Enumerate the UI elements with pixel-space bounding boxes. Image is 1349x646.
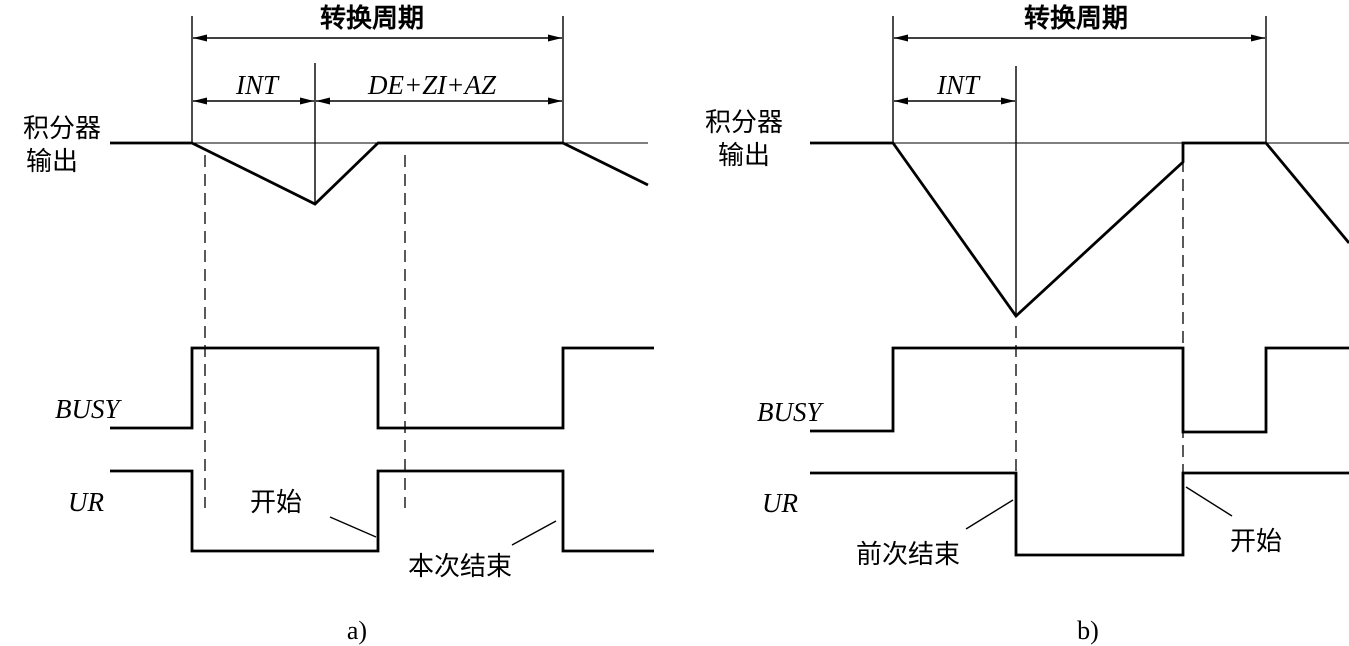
- a-start-label: 开始: [250, 488, 302, 518]
- a-integrator-label-line2: 输出: [26, 147, 78, 177]
- a-de-label: DE+ZI+AZ: [367, 70, 497, 100]
- a-end-label: 本次结束: [408, 552, 512, 582]
- a-period-label: 转换周期: [320, 4, 424, 34]
- b-integrator-label-line1: 积分器: [705, 108, 783, 138]
- a-int-label: INT: [235, 70, 280, 100]
- a-start-leader: [329, 516, 377, 538]
- b-start-label: 开始: [1230, 527, 1282, 557]
- b-start-leader: [1185, 486, 1233, 517]
- a-busy-label: BUSY: [55, 394, 122, 424]
- b-prev-end-label: 前次结束: [856, 540, 960, 570]
- b-integrator-label-line2: 输出: [718, 141, 770, 171]
- a-ur-waveform: [110, 469, 654, 553]
- b-period-label: 转换周期: [1024, 4, 1128, 34]
- panel-b: 转换周期 INT 积分器 输出 BUSY UR 前次结束 开始 b): [705, 4, 1349, 645]
- a-ur-label: UR: [68, 487, 104, 517]
- b-ur-label: UR: [762, 488, 798, 518]
- a-integrator-waveform: [110, 141, 649, 206]
- a-end-leader: [511, 520, 557, 546]
- b-caption: b): [1077, 616, 1099, 645]
- a-integrator-label-line1: 积分器: [23, 114, 101, 144]
- b-busy-waveform: [810, 346, 1349, 434]
- b-integrator-waveform: [810, 141, 1349, 319]
- b-busy-label: BUSY: [757, 397, 824, 427]
- panel-a: 转换周期 INT DE+ZI+AZ 积分器 输出 BUSY UR 开始 本次结束…: [23, 4, 654, 645]
- b-prev-end-leader: [965, 499, 1014, 530]
- a-busy-waveform: [110, 346, 654, 430]
- b-int-label: INT: [936, 70, 981, 100]
- b-ur-waveform: [810, 471, 1349, 557]
- a-caption: a): [347, 616, 367, 645]
